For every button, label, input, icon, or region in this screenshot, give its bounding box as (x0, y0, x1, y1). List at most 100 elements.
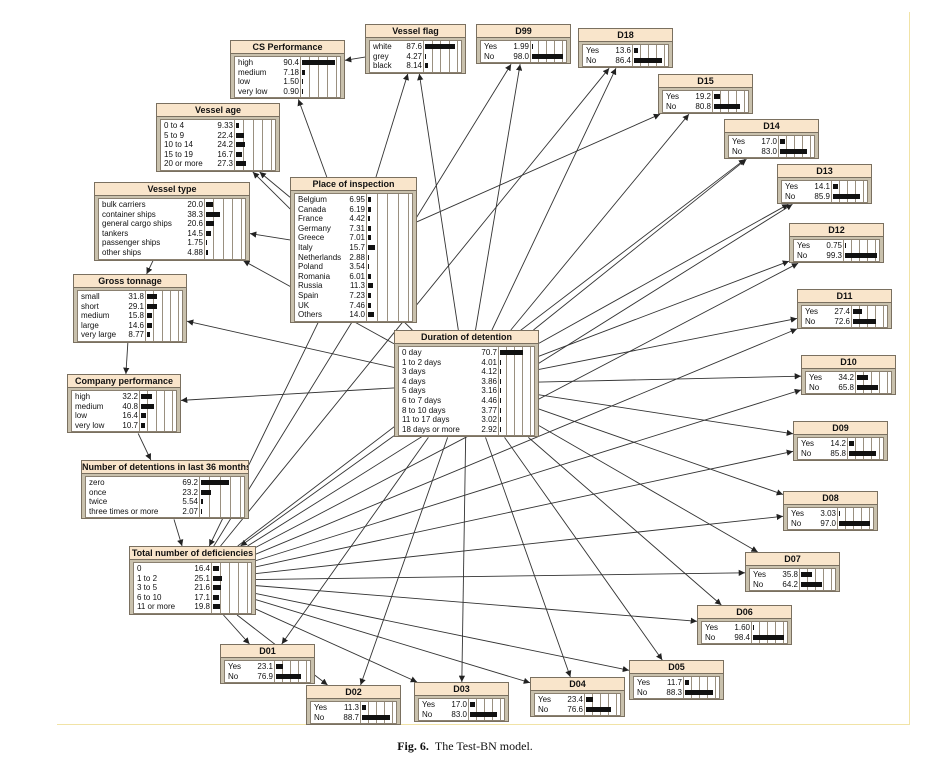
state-probability: 20.0 (187, 200, 203, 209)
belief-grid-line (376, 194, 378, 321)
node-title: Gross tonnage (74, 275, 186, 288)
state-label: No (586, 55, 597, 65)
belief-grid-line (851, 240, 852, 262)
state-label: large (81, 320, 99, 330)
node-title: D03 (415, 683, 508, 696)
belief-grid-line (871, 438, 872, 460)
edge-gross-tonnage-to-company-performance (123, 342, 130, 375)
state-row: Yes 17.0 (421, 700, 502, 710)
belief-grid-line (802, 136, 803, 158)
state-label: twice (89, 497, 108, 507)
state-probability: 4.42 (349, 214, 365, 224)
state-probability: 17.0 (451, 700, 467, 709)
state-label: Yes (753, 570, 767, 579)
state-label: Yes (422, 700, 436, 709)
belief-grid-line (600, 694, 601, 716)
probability-bar (302, 69, 305, 75)
state-probability: 65.8 (838, 382, 854, 392)
state-label: very low (75, 420, 105, 430)
state-probability: 17.1 (194, 592, 210, 602)
belief-grid-line (153, 291, 155, 341)
state-label: Others (298, 310, 323, 320)
state-label: low (238, 77, 251, 87)
probability-bar (368, 302, 372, 308)
probability-bar (500, 426, 501, 432)
state-label: container ships (102, 209, 156, 219)
belief-grid-line (392, 702, 393, 724)
state-label: No (801, 448, 812, 458)
state-probability: 4.27 (406, 51, 422, 61)
state-probability: 35.8 (782, 570, 798, 579)
state-probability: 3.86 (481, 376, 497, 386)
belief-grid-line (238, 563, 239, 613)
node-title: D01 (221, 645, 314, 658)
probability-bar (586, 697, 594, 702)
belief-grid-line (231, 199, 233, 259)
probability-bar (147, 294, 158, 299)
edge-duration-of-detention-to-d11 (538, 316, 798, 370)
state-label: three times or more (89, 506, 159, 516)
edge-total-deficiencies-to-d10 (255, 388, 802, 562)
belief-grid-line (712, 91, 713, 113)
edge-duration-of-detention-to-d99 (475, 64, 523, 331)
belief-grid-line (387, 194, 388, 321)
state-probability: 25.1 (194, 573, 210, 583)
belief-grid-line (247, 563, 248, 613)
state-row: 6 to 10 17.1 (136, 593, 249, 603)
state-label: 6 to 10 (137, 592, 162, 602)
edge-vessel-type-to-gross-tonnage (146, 260, 154, 275)
belief-grid-line (484, 699, 485, 721)
belief-grid-line (707, 677, 708, 699)
state-label: No (753, 579, 764, 589)
belief-grid-line (240, 477, 241, 518)
state-probability: 76.9 (257, 671, 273, 681)
probability-bar (500, 369, 502, 375)
state-probability: 27.3 (217, 159, 233, 169)
state-label: 6 to 7 days (402, 395, 442, 405)
probability-bar (213, 594, 220, 600)
belief-grid-line (178, 291, 179, 341)
state-probability: 1.99 (513, 42, 529, 51)
edge-place-of-inspection-to-cs-performance (297, 99, 328, 178)
node-title: D13 (778, 165, 871, 178)
